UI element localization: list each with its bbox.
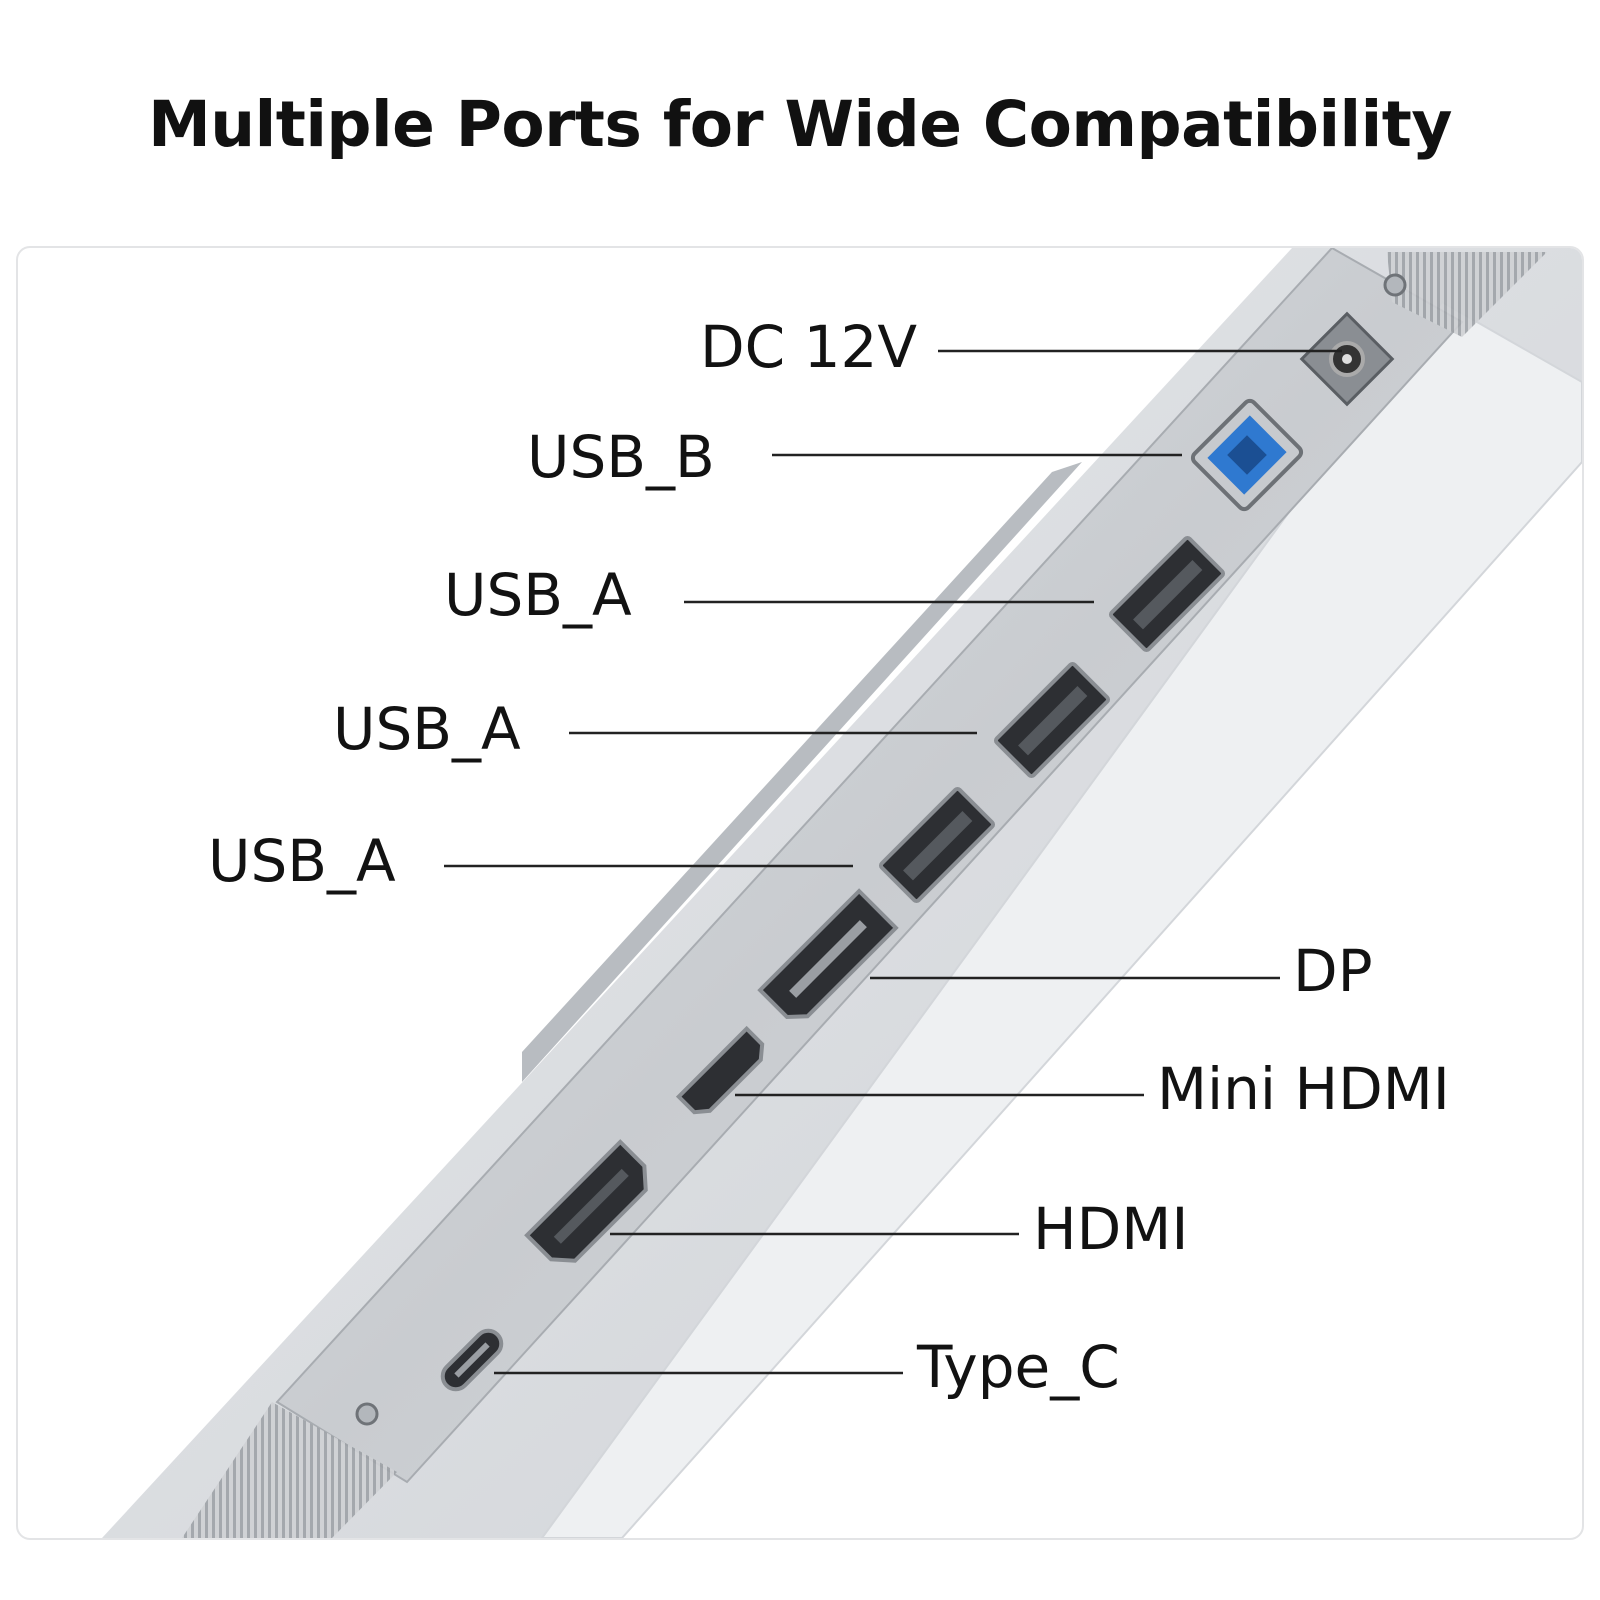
label-usb-a-2: USB_A bbox=[333, 695, 521, 763]
usb-b-port-icon bbox=[1190, 398, 1304, 512]
screw-icon bbox=[1383, 273, 1407, 297]
hdmi-port-icon bbox=[524, 1139, 648, 1263]
label-dp: DP bbox=[1293, 937, 1373, 1005]
monitor-bevel bbox=[540, 300, 1582, 1538]
mini-hdmi-port-icon bbox=[675, 1025, 765, 1115]
top-vent bbox=[1387, 252, 1547, 337]
label-usb-a-3: USB_A bbox=[208, 827, 396, 895]
product-image-panel bbox=[16, 246, 1584, 1540]
label-mini-hdmi: Mini HDMI bbox=[1157, 1055, 1450, 1123]
screw-icon bbox=[355, 1402, 379, 1426]
page-title: Multiple Ports for Wide Compatibility bbox=[148, 88, 1452, 161]
monitor-step bbox=[522, 462, 1082, 1082]
monitor-port-illustration bbox=[102, 248, 1582, 1538]
usb-a-port-icon bbox=[993, 661, 1111, 779]
leader-lines bbox=[444, 349, 1342, 1375]
label-hdmi: HDMI bbox=[1033, 1195, 1189, 1263]
label-dc-12v: DC 12V bbox=[700, 313, 918, 381]
usb-a-port-icon bbox=[878, 786, 996, 904]
dc-jack-icon bbox=[1299, 311, 1395, 407]
label-usb-a-1: USB_A bbox=[444, 561, 632, 629]
label-usb-b: USB_B bbox=[527, 423, 715, 491]
usb-a-port-icon bbox=[1108, 535, 1226, 653]
usb-c-port-icon bbox=[440, 1328, 504, 1392]
displayport-icon bbox=[757, 888, 899, 1020]
label-type-c: Type_C bbox=[917, 1333, 1120, 1401]
bottom-vent bbox=[182, 1402, 397, 1538]
